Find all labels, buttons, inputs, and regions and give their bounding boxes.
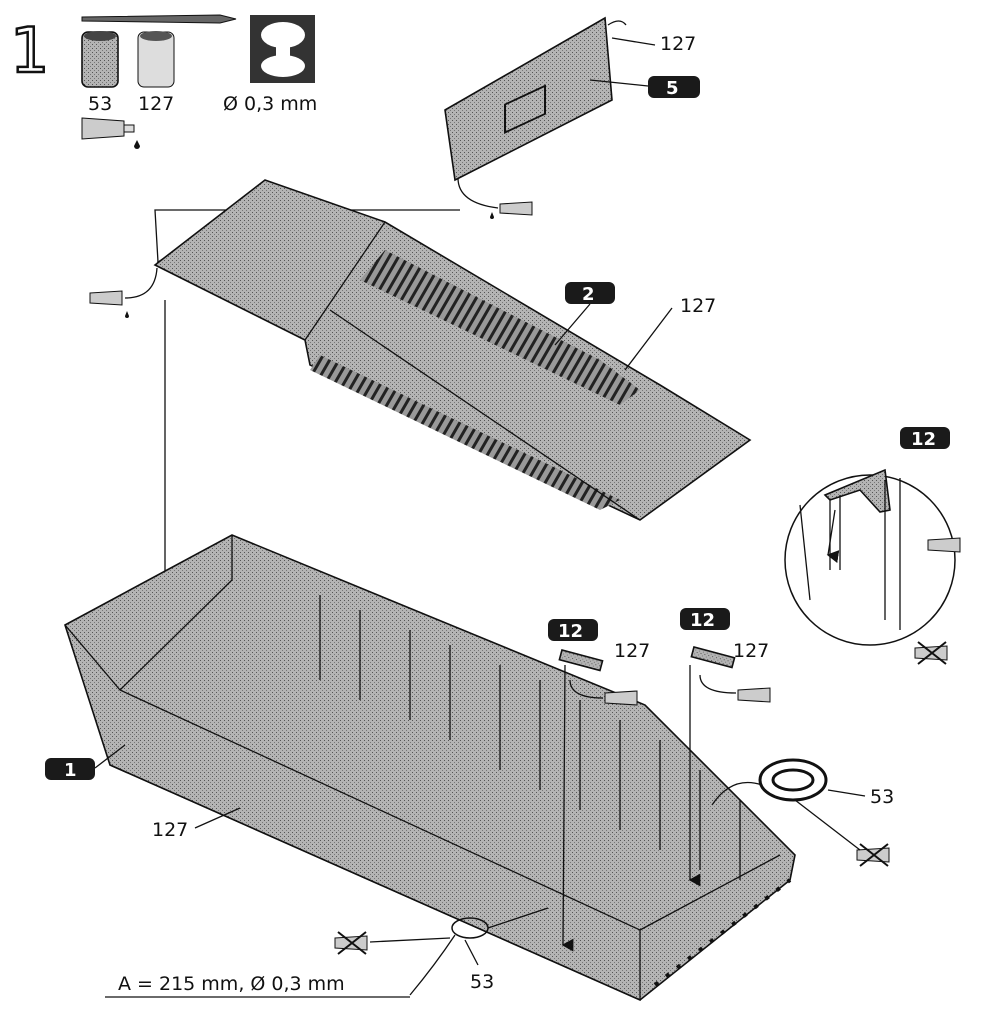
detail-circle [784, 468, 956, 646]
rope-loop-icon [409, 907, 549, 996]
deck-paint-label: 127 [680, 295, 716, 317]
part-badge [900, 427, 950, 449]
no-glue-icon [914, 641, 948, 665]
paint-jar-53-icon [81, 31, 119, 88]
no-glue-icon [856, 843, 890, 867]
rope-coil-icon [711, 758, 828, 806]
bracket-right-paint-label: 127 [733, 640, 769, 662]
rope-paint-label: 53 [470, 971, 494, 993]
bracket-left-part-number: 12 [558, 621, 583, 642]
rope-spec-label: A = 215 mm, Ø 0,3 mm [118, 973, 345, 995]
detail-part-number: 12 [911, 429, 936, 450]
bracket-left-paint-label: 127 [614, 640, 650, 662]
bracket-part-left [548, 619, 638, 952]
hull-paint-label: 127 [152, 819, 188, 841]
no-glue-icon [334, 931, 368, 955]
coil-paint-label: 53 [870, 786, 894, 808]
thread-spool-icon [250, 15, 315, 83]
bracket-right-part-number: 12 [690, 610, 715, 631]
paint-jar-127-icon [137, 31, 175, 88]
part-1-hull [64, 534, 796, 1001]
part-badge [648, 76, 700, 98]
glue-tube-icon [89, 290, 129, 318]
paint-label: 53 [88, 93, 112, 115]
thread-spec: Ø 0,3 mm [223, 93, 317, 115]
bracket-part-right [680, 608, 771, 887]
part-2-deck-ramp [153, 179, 752, 521]
panel-paint-label: 127 [660, 33, 696, 55]
glue-tube-icon [81, 117, 140, 149]
deck-part-number: 2 [582, 284, 595, 305]
step-number: 1 [10, 14, 49, 87]
hull-part-number: 1 [64, 760, 77, 781]
glue-tube-icon [927, 537, 961, 553]
part-badge [45, 758, 95, 780]
panel-part-number: 5 [666, 78, 679, 99]
part-5-panel [444, 16, 656, 182]
paint-label: 127 [138, 93, 174, 115]
glue-tube-icon [490, 201, 533, 219]
part-badge [565, 282, 615, 304]
brush-icon [81, 14, 237, 24]
